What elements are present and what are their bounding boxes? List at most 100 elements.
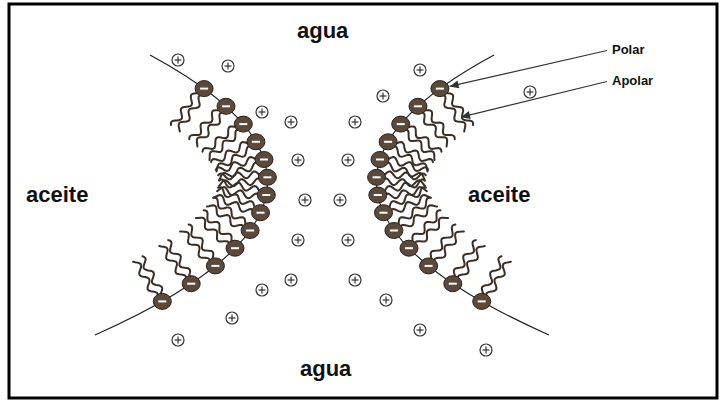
negative-charge [373,176,381,178]
negative-charge [239,123,247,125]
polar-head [473,293,491,309]
polar-head [371,152,389,168]
plus-sign [227,63,228,70]
plus-sign [261,109,262,116]
negative-charge [414,105,422,107]
hydrocarbon-tail [180,231,210,261]
positive-ion [334,194,346,206]
polar-head [206,258,224,274]
phase-label: aceite [468,182,530,207]
polar-head [431,81,449,97]
polar-head [153,293,171,309]
polar-head [420,258,438,274]
negative-charge [211,265,219,267]
interface-lines [95,55,549,335]
negative-charge [263,176,271,178]
negative-charge [390,230,398,232]
plus-sign [297,237,298,244]
plus-sign [290,277,291,284]
negative-charge [222,105,230,107]
polar-head [234,116,252,132]
positive-ion [299,194,311,206]
plus-sign [177,337,178,344]
negative-charge [380,212,388,214]
hydrocarbon-tail [207,205,244,227]
plus-sign [419,327,420,334]
plus-sign [347,237,348,244]
polar-head [226,240,244,256]
negative-charge [397,123,405,125]
negative-charge [158,300,166,302]
positive-ion [342,154,354,166]
leader-arrowhead [461,111,471,119]
part-label: Polar [612,43,645,58]
plus-sign [485,347,486,354]
polar-head [400,240,418,256]
hydrocarbon-tail [482,256,502,294]
hydrocarbon-tail [168,240,190,277]
polar-head [258,169,276,185]
hydrocarbon-tail [196,218,229,244]
plus-sign [385,297,386,304]
hydrocarbon-tail [203,127,237,152]
hydrocarbon-tail [218,171,260,179]
polar-head [409,98,427,114]
negative-charge [376,159,384,161]
positive-ion [414,64,426,76]
hydrocarbon-tail [133,262,158,296]
hydrocarbon-tail [434,231,464,261]
negative-charge [384,141,392,143]
hydrocarbon-tail [443,95,465,132]
positive-ions [172,54,536,356]
negative-charge [187,283,195,285]
leader-arrows [450,51,607,119]
positive-ion [349,274,361,286]
hydrocarbon-tail [454,240,476,277]
plus-sign [177,57,178,64]
plus-sign [354,277,355,284]
hydrocarbon-tail [159,246,186,278]
hydrocarbon-tail [189,225,214,260]
polar-head [379,134,397,150]
positive-ion [524,86,536,98]
positive-ion [292,234,304,246]
negative-charge [231,247,239,249]
leader-arrowhead [450,80,460,88]
positive-ion [377,90,389,102]
positive-ion [285,116,297,128]
plus-sign [382,93,383,100]
positive-ion [172,334,184,346]
negative-charge [478,300,486,302]
polar-head [182,276,200,292]
apolar-tails [133,93,511,296]
polar-head [444,276,462,292]
polar-head [195,81,213,97]
leader-line [450,51,607,87]
negative-charge [246,230,254,232]
interface-curve [95,55,268,335]
negative-charge [449,283,457,285]
hydrocarbon-tail [407,127,441,152]
negative-charge [260,159,268,161]
hydrocarbon-tail [486,262,511,296]
positive-ion [256,284,268,296]
plus-sign [290,119,291,126]
hydrocarbon-tail [415,218,448,244]
plus-sign [529,89,530,96]
negative-charge [200,88,208,90]
hydrocarbon-tail [143,256,163,294]
plus-sign [304,197,305,204]
positive-ion [226,312,238,324]
hydrocarbon-tail [197,112,222,146]
plus-sign [297,157,298,164]
positive-ion [342,234,354,246]
leader-line [461,82,607,118]
positive-ion [414,324,426,336]
positive-ion [480,344,492,356]
polar-head [217,98,235,114]
plus-sign [231,315,232,322]
negative-charge [252,141,260,143]
part-label: Apolar [612,74,653,89]
